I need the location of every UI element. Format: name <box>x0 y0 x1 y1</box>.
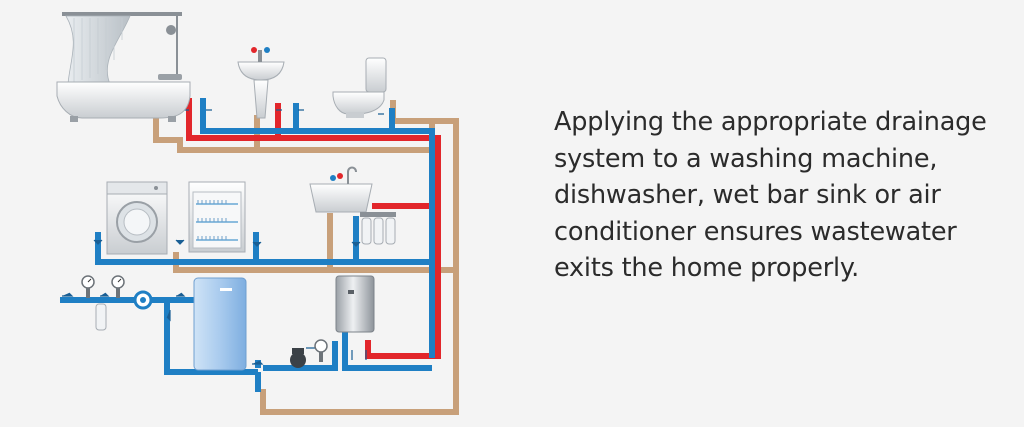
dishwasher-icon <box>188 181 246 253</box>
pressure-gauge-icon <box>81 275 328 362</box>
hot-water-pipes <box>186 98 441 359</box>
water-filter-inline-icon <box>95 303 107 331</box>
valve-markers <box>62 109 384 365</box>
circulation-pump-icon <box>290 348 306 368</box>
pedestal-sink-icon <box>237 47 285 119</box>
bar-sink-icon <box>309 166 373 213</box>
caption-text: Applying the appropriate drainage system… <box>554 107 987 283</box>
water-filter-icon <box>360 212 396 245</box>
bathtub-icon <box>56 12 191 122</box>
water-meter-icon <box>133 290 153 310</box>
water-heater-icon <box>335 275 375 333</box>
boiler-tank-icon <box>193 277 247 371</box>
washing-machine-icon <box>106 181 168 255</box>
toilet-icon <box>332 57 387 118</box>
plumbing-diagram <box>56 12 459 415</box>
